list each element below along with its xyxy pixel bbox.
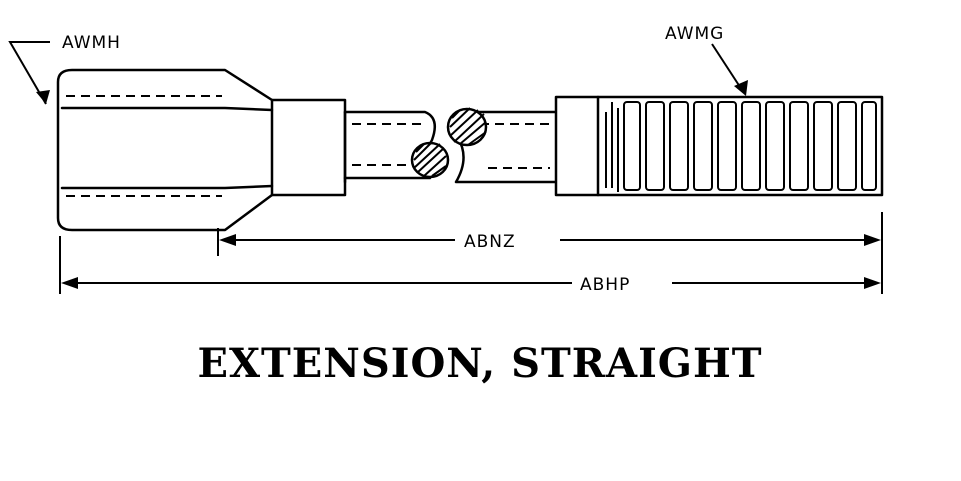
sleeve-outline [554, 95, 884, 197]
hex-end [56, 68, 347, 232]
broken-shaft [343, 107, 557, 184]
label-abnz: ABNZ [464, 232, 516, 252]
leader-awmh [8, 41, 50, 105]
label-awmg: AWMG [665, 24, 724, 44]
hex-nut-outline [56, 68, 274, 232]
break-symbol-lower [410, 141, 450, 179]
label-abhp: ABHP [580, 275, 630, 295]
collar [270, 98, 347, 197]
hex-flat-bottom [60, 184, 274, 190]
knurled-sleeve [554, 95, 884, 197]
dimension-inner [217, 212, 883, 294]
label-awmh: AWMH [62, 33, 121, 53]
hex-flat-top [60, 106, 274, 112]
dimension-overall [59, 236, 881, 294]
knurl-pattern [605, 101, 877, 192]
leader-awmg [711, 43, 748, 96]
break-symbol-upper [446, 107, 488, 147]
figure-title: EXTENSION, STRAIGHT [198, 340, 763, 387]
